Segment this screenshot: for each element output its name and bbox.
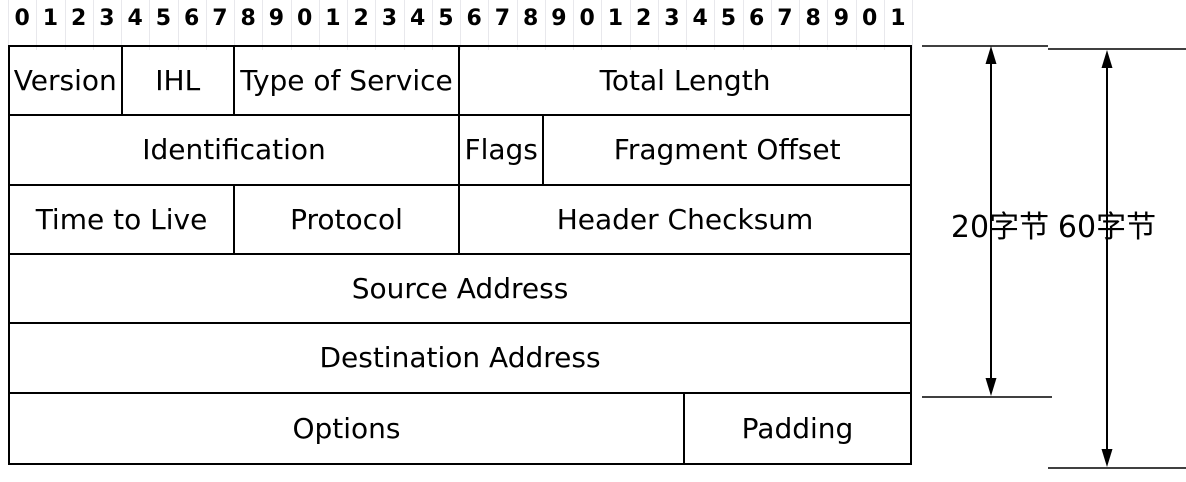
bit-number: 2 [70, 6, 87, 31]
bit-number: 1 [607, 6, 624, 31]
bit-gridline [601, 0, 603, 50]
bit-number: 5 [155, 6, 172, 31]
field-time-to-live: Time to Live [10, 185, 235, 255]
bit-number: 2 [353, 6, 369, 31]
field-options: Options [10, 393, 685, 463]
bit-gridline [912, 0, 913, 50]
bit-gridline [375, 0, 377, 50]
bit-number: 0 [861, 6, 878, 31]
bit-number: 5 [438, 6, 454, 31]
bit-gridline [573, 0, 574, 50]
bit-gridline [403, 0, 405, 50]
bit-number: 3 [99, 6, 115, 31]
bit-gridline [770, 0, 772, 50]
field-identification: Identification [10, 116, 460, 186]
bit-gridline [64, 0, 66, 50]
bit-number: 9 [268, 6, 285, 31]
bit-number: 4 [409, 6, 426, 31]
bit-gridline [855, 0, 857, 50]
field-padding: Padding [741, 411, 854, 445]
bit-number: 6 [748, 6, 765, 31]
field-flags: Flags [460, 116, 545, 186]
field-ihl: IHL [122, 47, 235, 117]
field-destination-address: Destination Address [10, 324, 910, 394]
bit-number: 4 [127, 6, 143, 31]
bit-gridline [205, 0, 207, 50]
bit-number: 9 [833, 6, 850, 31]
bit-gridline [629, 0, 631, 50]
bit-number: 3 [381, 6, 398, 31]
span-label-60-bytes: 60字节 [1057, 210, 1157, 245]
bit-gridline [92, 0, 94, 50]
bit-number: 5 [720, 6, 737, 31]
bit-number: 0 [579, 6, 595, 31]
bit-gridline [347, 0, 348, 50]
byte-span-20 [922, 45, 1052, 398]
bit-number: 8 [522, 6, 539, 31]
bit-gridline [318, 0, 320, 50]
arrow-head-down-icon [985, 378, 997, 396]
bit-number: 8 [240, 6, 256, 31]
bit-gridline [149, 0, 151, 50]
bit-gridline [714, 0, 716, 50]
bit-number: 7 [494, 6, 511, 31]
bit-number: 4 [692, 6, 708, 31]
field-type-of-service: Type of Service [235, 47, 460, 117]
bit-gridline [290, 0, 292, 50]
bit-number: 1 [42, 6, 59, 31]
arrow-head-down-icon [1101, 449, 1113, 467]
field-protocol: Protocol [235, 185, 460, 255]
bit-gridline [8, 0, 9, 50]
field-version: Version [10, 47, 123, 117]
bit-gridline [431, 0, 433, 50]
bit-gridline [262, 0, 264, 50]
bit-number: 3 [664, 6, 680, 31]
bit-gridline [460, 0, 461, 50]
span-label-20-bytes: 20字节 [950, 210, 1050, 245]
bit-gridline [516, 0, 518, 50]
bit-number: 8 [805, 6, 821, 31]
bit-number: 7 [212, 6, 228, 31]
bit-number: 9 [551, 6, 567, 31]
bit-gridline [488, 0, 490, 50]
bit-number: 0 [296, 6, 313, 31]
bit-gridline [544, 0, 546, 50]
bit-gridline [799, 0, 800, 50]
bit-gridline [686, 0, 687, 50]
bit-number: 2 [635, 6, 652, 31]
bit-gridline [742, 0, 744, 50]
arrow-head-up-icon [985, 46, 997, 64]
field-header-checksum: Header Checksum [460, 186, 910, 255]
bit-gridline [234, 0, 235, 50]
bit-gridline [827, 0, 829, 50]
bit-number: 7 [777, 6, 793, 31]
arrow-head-up-icon [1101, 50, 1113, 68]
bit-number: 1 [325, 6, 341, 31]
bit-number: 6 [183, 6, 200, 31]
bit-number: 0 [14, 6, 30, 31]
bit-number: 6 [466, 6, 482, 31]
bit-gridline [657, 0, 659, 50]
bit-gridline [883, 0, 885, 50]
field-source-address: Source Address [10, 255, 910, 325]
field-fragment-offset: Fragment Offset [544, 116, 910, 186]
bit-gridline [177, 0, 179, 50]
bit-number: 1 [890, 6, 906, 31]
field-total-length: Total Length [460, 47, 910, 117]
byte-span-60 [1048, 48, 1186, 469]
bit-gridline [121, 0, 122, 50]
bit-gridline [36, 0, 38, 50]
